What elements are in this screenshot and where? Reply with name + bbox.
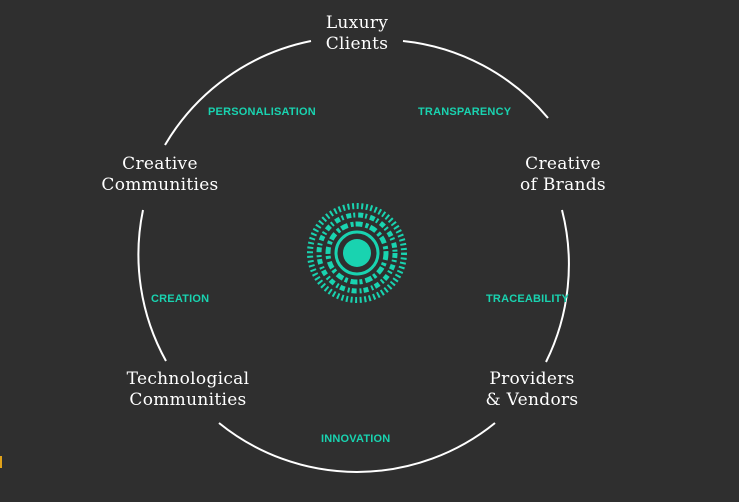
- node-creative-communities-line-2: Communities: [101, 175, 219, 195]
- node-creative-communities-line-1: Creative: [122, 154, 198, 174]
- ring-arc-top-left: [164, 40, 312, 146]
- node-creative-brands-line-1: Creative: [525, 154, 601, 174]
- node-creative-brands: Creative of Brands: [513, 154, 613, 196]
- node-technological-communities-line-2: Communities: [129, 390, 247, 410]
- edge-label-creation: CREATION: [151, 293, 210, 305]
- node-luxury-clients-line-1: Luxury: [325, 13, 389, 33]
- node-providers-vendors-line-2: & Vendors: [485, 390, 579, 410]
- ring-arc-right: [545, 209, 570, 363]
- node-providers-vendors: Providers & Vendors: [472, 369, 592, 411]
- ring-arc-bottom: [218, 422, 496, 473]
- node-creative-brands-line-2: of Brands: [520, 175, 606, 195]
- edge-label-personalisation: PERSONALISATION: [208, 106, 316, 118]
- edge-label-innovation: INNOVATION: [321, 433, 391, 445]
- node-providers-vendors-line-1: Providers: [489, 369, 575, 389]
- corner-marker: [0, 456, 2, 468]
- ring-arc-top-right: [402, 40, 549, 119]
- node-creative-communities: Creative Communities: [95, 154, 225, 196]
- edge-label-transparency: TRANSPARENCY: [418, 106, 512, 118]
- node-technological-communities-line-1: Technological: [126, 369, 250, 389]
- concentric-circles-logo-icon: [307, 203, 407, 303]
- node-technological-communities: Technological Communities: [118, 369, 258, 411]
- ring-arc-left: [137, 209, 167, 362]
- node-luxury-clients-line-2: Clients: [325, 34, 389, 54]
- edge-label-traceability: TRACEABILITY: [486, 293, 570, 305]
- node-luxury-clients: Luxury Clients: [307, 13, 407, 55]
